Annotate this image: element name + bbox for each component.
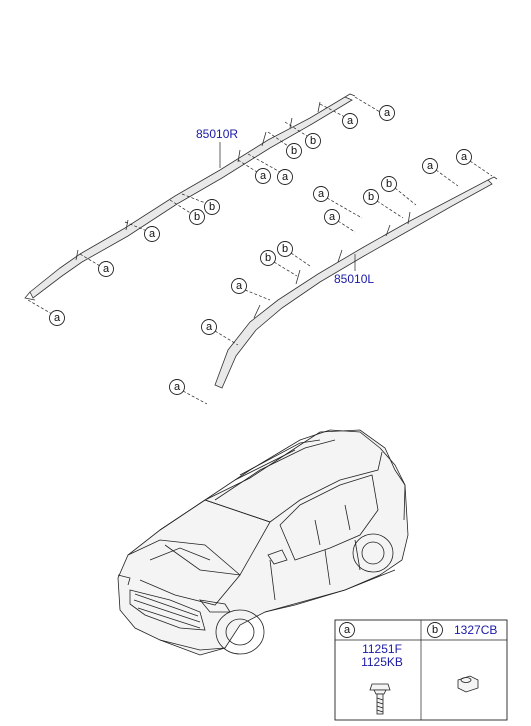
left-curtain-airbag[interactable] [214, 176, 498, 389]
callout-b [363, 189, 379, 205]
callout-label: b [291, 145, 297, 157]
legend-key-a-label: a [344, 624, 351, 636]
callout-a [231, 278, 247, 294]
callout-a [144, 226, 160, 242]
callout-label: a [236, 280, 243, 292]
nut-icon [457, 675, 479, 693]
callout-label: a [329, 211, 336, 223]
callout-label: b [194, 211, 200, 223]
callout-b [204, 199, 220, 215]
callout-label: a [282, 171, 289, 183]
legend-part-11251F: 11251F [362, 642, 402, 656]
callout-b [381, 176, 397, 192]
callout-a [456, 149, 472, 165]
right-curtain-airbag[interactable] [24, 93, 356, 301]
callout-a [98, 261, 114, 277]
callout-label: a [103, 263, 110, 275]
callout-b [260, 250, 276, 266]
callout-b [286, 143, 302, 159]
callout-a [324, 209, 340, 225]
callout-b [189, 209, 205, 225]
legend-part-1125KB: 1125KB [361, 655, 403, 669]
callout-label: b [265, 252, 271, 264]
callout-label: a [149, 228, 156, 240]
callout-label: a [427, 160, 434, 172]
callout-label: b [209, 201, 215, 213]
callout-label: b [386, 178, 392, 190]
legend-key-b [427, 622, 443, 638]
part-label-85010R: 85010R [196, 127, 238, 141]
callouts-left: a a b b a a b b a a a [169, 149, 493, 405]
callout-label: a [54, 312, 61, 324]
callout-label: a [260, 170, 267, 182]
callout-a [422, 158, 438, 174]
callout-b [305, 133, 321, 149]
callout-label: a [384, 107, 391, 119]
vehicle-illustration [117, 429, 409, 656]
callout-label: a [318, 188, 325, 200]
callout-a [201, 319, 217, 335]
callout-b [277, 241, 293, 257]
callouts-right: a a b b a a b b a a a [27, 96, 395, 326]
callout-label: b [368, 191, 374, 203]
callout-a [277, 169, 293, 185]
callout-label: a [174, 381, 181, 393]
legend-key-a [339, 622, 355, 638]
callout-a [379, 105, 395, 121]
legend-key-b-label: b [432, 624, 438, 636]
callout-label: b [282, 243, 288, 255]
bolt-icon [369, 683, 391, 715]
fastener-legend: a b 1327CB 11251F 1125KB [334, 619, 508, 721]
callout-a [313, 186, 329, 202]
callout-a [255, 168, 271, 184]
callout-label: a [206, 321, 213, 333]
part-label-85010L: 85010L [334, 272, 374, 286]
callout-label: a [461, 151, 468, 163]
legend-part-1327CB: 1327CB [454, 623, 497, 637]
callout-a [49, 310, 65, 326]
callout-a [169, 379, 185, 395]
callout-label: b [310, 135, 316, 147]
callout-a [342, 113, 358, 129]
callout-label: a [347, 115, 354, 127]
